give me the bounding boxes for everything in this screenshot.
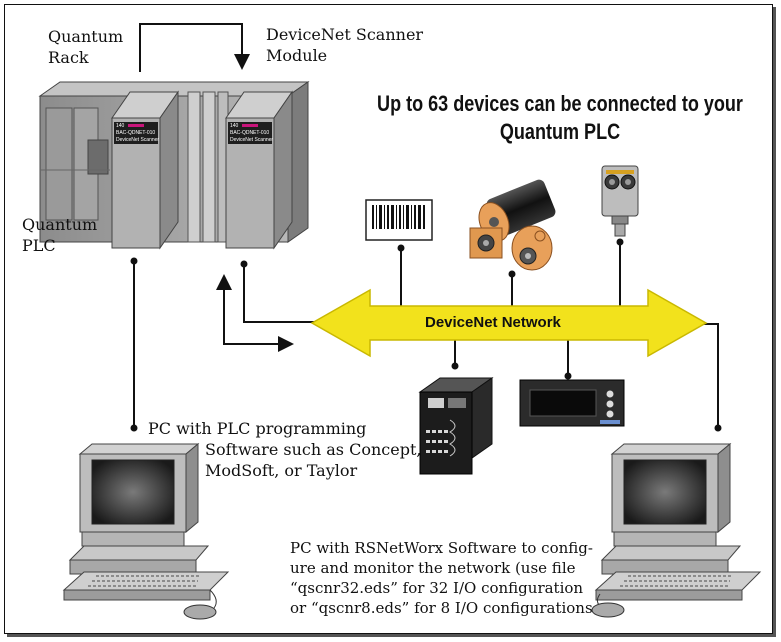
headline-line-2: Quantum PLC: [499, 119, 621, 144]
module-tag-right: [242, 124, 258, 127]
connection-lines: [130, 238, 722, 432]
barcode-icon: [365, 199, 433, 241]
pc-right-caption: PC with RSNetWorx Software to config- ur…: [290, 538, 593, 618]
pc-left-caption-line-2: Software such as Concept,: [205, 440, 422, 459]
photoelectric-sensor-icon: [601, 165, 639, 237]
pc-right-caption-line-4: or “qscnr8.eds” for 8 I/O configurations: [290, 599, 593, 617]
quantum-rack-label-line-2: Rack: [48, 48, 89, 67]
pc-left-icon: [62, 442, 230, 620]
module-left-line-3: DeviceNet Scanner: [116, 137, 159, 143]
devicenet-network-label: DeviceNet Network: [425, 314, 561, 331]
headline: Up to 63 devices can be connected to you…: [371, 90, 748, 146]
pc-right-caption-line-2: ure and monitor the network (use file: [290, 559, 576, 577]
module-right-line-3: DeviceNet Scanner: [230, 137, 273, 143]
pc-right-caption-line-3: “qscnr32.eds” for 32 I/O configuration: [290, 579, 584, 597]
module-left-line-1: 140: [116, 123, 125, 129]
pc-left-caption: PC with PLC programming Software such as…: [148, 418, 421, 481]
headline-line-1: Up to 63 devices can be connected to you…: [377, 91, 743, 116]
pc-right-caption-line-1: PC with RSNetWorx Software to config-: [290, 539, 593, 557]
scanner-module-label-line-1: DeviceNet Scanner: [266, 25, 424, 44]
scanner-module-label-line-2: Module: [266, 46, 328, 65]
panel-display-icon: [519, 379, 625, 427]
quantum-rack-label: Quantum Rack: [48, 26, 123, 68]
motor-encoder-icon: [469, 179, 556, 271]
quantum-rack-label-line-1: Quantum: [48, 27, 124, 46]
scanner-module-right: 140 BAC-QDNET-010 DeviceNet Scanner: [225, 90, 293, 250]
module-right-line-1: 140: [230, 123, 239, 129]
rack-connection-arrow: [139, 23, 250, 72]
scanner-module-left: 140 BAC-QDNET-010 DeviceNet Scanner: [111, 90, 179, 250]
module-right-line-2: BAC-QDNET-010: [230, 130, 269, 136]
scanner-module-label: DeviceNet Scanner Module: [266, 24, 423, 66]
quantum-plc-label: Quantum PLC: [22, 214, 97, 256]
quantum-plc-label-line-1: Quantum: [22, 215, 98, 234]
module-left-line-2: BAC-QDNET-010: [116, 130, 155, 136]
quantum-plc-label-line-2: PLC: [22, 236, 56, 255]
pc-left-caption-line-1: PC with PLC programming: [148, 419, 367, 438]
module-tag-left: [128, 124, 144, 127]
io-block-device-icon: [418, 377, 494, 475]
devicenet-network-arrow: [310, 288, 708, 358]
pc-right-icon: [591, 442, 762, 618]
pc-left-caption-line-3: ModSoft, or Taylor: [205, 461, 358, 480]
